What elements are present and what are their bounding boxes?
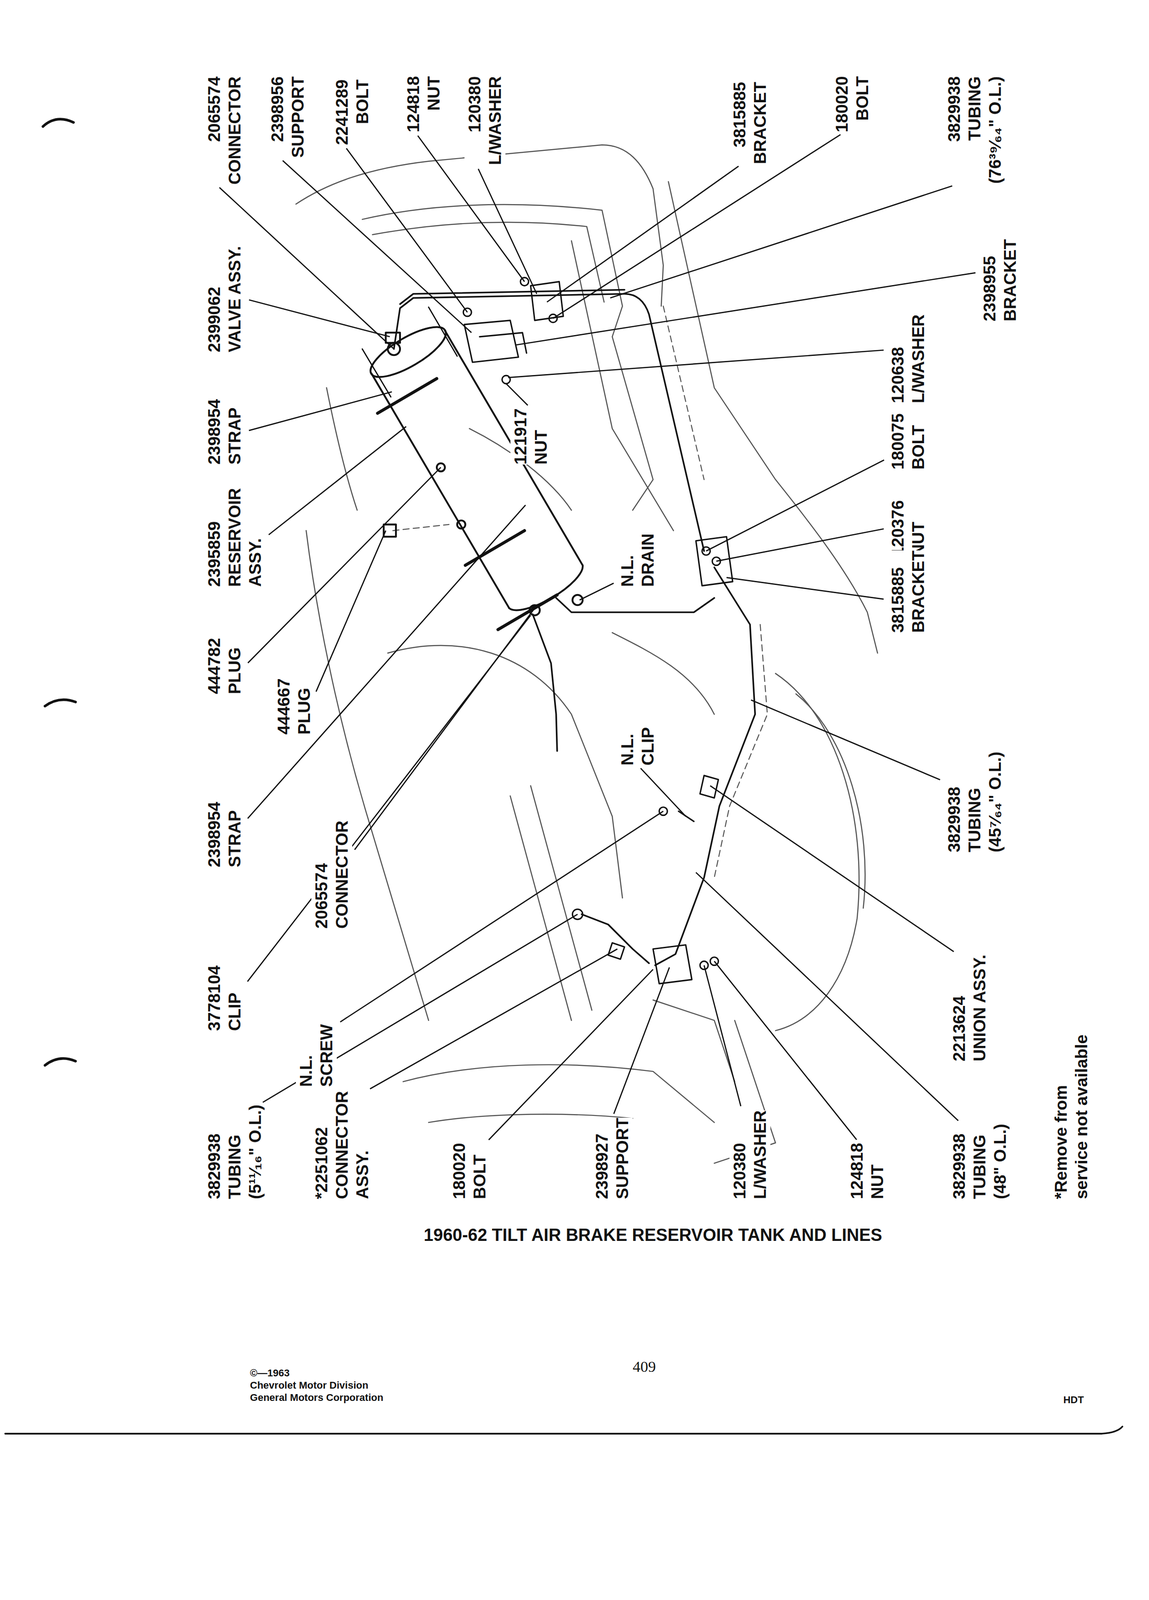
leader-line [247,504,526,819]
leader-line [579,583,614,600]
leader-line [613,967,670,1114]
callout-label: *Remove from service not available [1050,1034,1092,1199]
callout-label: N.L. SCREW [295,1024,337,1087]
callout-label: 180020 BOLT [449,1143,490,1199]
leader-line [340,811,664,1023]
page-number: 409 [632,1357,656,1376]
copyright-line: General Motors Corporation [249,1391,384,1404]
leader-line [249,391,393,431]
leader-line [704,965,741,1107]
leader-line [282,160,472,333]
copyright-line: Chevrolet Motor Division [249,1379,369,1392]
callout-label: 3778104 CLIP [204,965,245,1031]
callout-label: 2241289 BOLT [331,79,373,145]
callout-label: 180075 BOLT [887,413,929,470]
callout-label: 120376 NUT [887,499,929,556]
leader-line [640,768,686,817]
callout-label: 3829938 TUBING (45⁷⁄₆₄" O.L.) [944,751,1006,853]
callout-label: 124818 NUT [403,76,445,133]
callout-label: 2065574 CONNECTOR [204,76,245,185]
callout-label: 2213624 UNION ASSY. [949,954,990,1062]
callout-label: 120638 L/WASHER [887,314,929,404]
leader-line [268,426,406,535]
callout-label: 2399062 VALVE ASSY. [204,245,245,353]
callout-label: N.L. DRAIN [617,533,659,587]
leader-line [247,615,531,982]
callout-label: 120380 L/WASHER [729,1110,771,1199]
leader-line [726,577,884,600]
callout-label: 3815885 BRACKET [729,81,771,165]
callout-label: N.L. CLIP [617,727,659,766]
callout-label: 2065574 CONNECTOR [311,820,353,929]
leader-line [506,383,529,406]
leader-line [219,187,395,349]
leader-line [478,169,537,295]
leader-line [346,148,468,313]
callout-label: 444667 PLUG [273,678,315,735]
leader-line [488,969,654,1140]
callout-label: 120380 L/WASHER [464,76,506,165]
callout-label: 2398955 BRACKET [979,239,1021,322]
callout-label: 2395859 RESERVOIR ASSY. [204,488,266,587]
section-code: HDT [1063,1393,1084,1406]
leader-line [315,530,386,692]
callout-label: 3829938 TUBING (76³⁹⁄₆₄" O.L.) [944,76,1006,185]
callout-label: 444782 PLUG [204,637,245,694]
callout-label: 3829938 TUBING (48" O.L.) [949,1123,1011,1199]
leader-line [546,166,739,303]
copyright-line: ©—1963 [249,1367,290,1379]
leader-line [369,949,618,1090]
callout-label: 2398954 STRAP [204,398,245,465]
callout-label: 121917 NUT [510,408,552,465]
leader-line [553,134,841,319]
callout-label: 2398927 SUPPORT [591,1117,633,1199]
callout-label: 2398956 SUPPORT [267,76,309,159]
callout-label: 180020 BOLT [831,76,873,133]
leader-line [750,699,940,780]
callout-label: 3829938 TUBING (5¹¹⁄₁₆" O.L.) [204,1104,266,1199]
leader-line [706,459,885,551]
callout-label: 3815885 BRACKET [887,550,929,633]
leader-line [508,349,884,378]
leader-line [249,299,390,337]
diagram-title: 1960-62 TILT AIR BRAKE RESERVOIR TANK AN… [423,1224,883,1246]
callout-label: *2251062 CONNECTOR ASSY. [311,1090,373,1199]
callout-label: 2398954 STRAP [204,801,245,868]
leader-line [262,914,578,1103]
leader-line [716,529,884,562]
leader-line [710,785,955,952]
leader-line [610,185,953,298]
callout-label: 124818 NUT [846,1143,888,1199]
leader-line [695,872,959,1121]
